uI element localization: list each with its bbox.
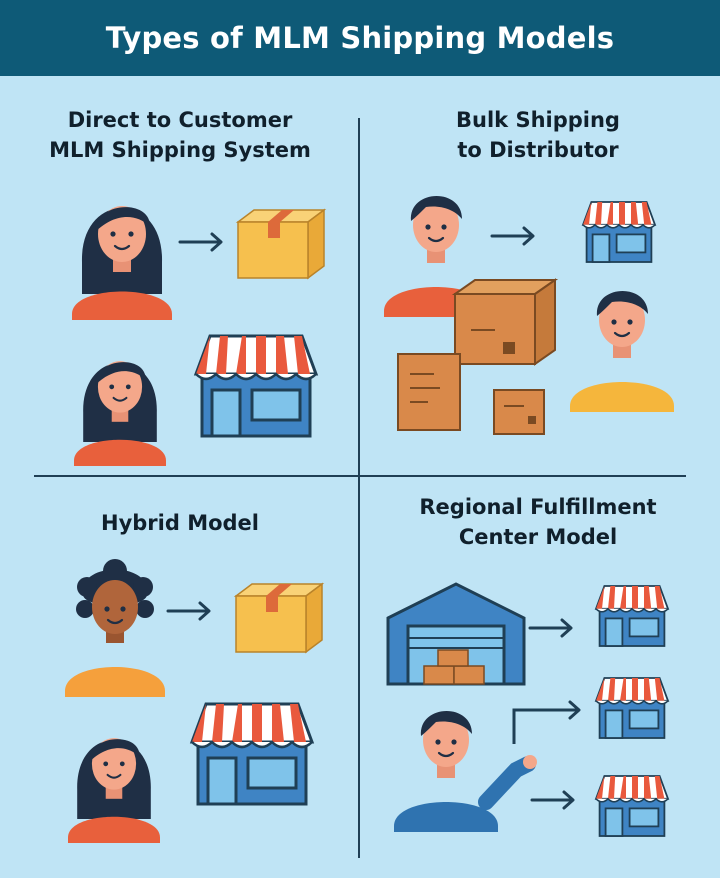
- man-icon: [392, 709, 537, 834]
- quadrant-title-line: Direct to Customer: [67, 108, 293, 132]
- quadrant-title-line: MLM Shipping System: [49, 138, 311, 162]
- storefront-icon: [194, 334, 318, 438]
- arrow-right-icon: [530, 790, 575, 810]
- arrow-right-icon: [178, 232, 223, 252]
- quadrant-title-line: Center Model: [458, 525, 618, 549]
- package-icon: [397, 353, 461, 431]
- quadrant-title-direct: Direct to Customer MLM Shipping System: [20, 105, 340, 165]
- quadrant-title-line: Regional Fulfillment: [419, 495, 657, 519]
- storefront-icon: [595, 585, 669, 647]
- vertical-divider: [358, 118, 360, 858]
- storefront-icon: [582, 201, 656, 263]
- arrow-right-icon: [490, 226, 535, 246]
- arrow-right-icon: [166, 601, 211, 621]
- quadrant-title-line: Bulk Shipping: [456, 108, 620, 132]
- header-bar: Types of MLM Shipping Models: [0, 0, 720, 76]
- package-icon: [237, 209, 325, 279]
- arrow-right-icon: [528, 618, 573, 638]
- woman-icon: [66, 737, 162, 844]
- woman-icon: [70, 204, 174, 322]
- package-icon: [451, 278, 559, 366]
- storefront-icon: [595, 775, 669, 837]
- package-icon: [235, 583, 323, 653]
- man-icon: [568, 289, 676, 414]
- quadrant-title-line: Hybrid Model: [101, 511, 259, 535]
- quadrant-title-hybrid: Hybrid Model: [20, 508, 340, 538]
- quadrant-title-regional: Regional Fulfillment Center Model: [378, 492, 698, 552]
- horizontal-divider: [34, 475, 686, 477]
- quadrant-title-bulk: Bulk Shipping to Distributor: [378, 105, 698, 165]
- storefront-icon: [190, 702, 314, 806]
- package-icon: [493, 389, 545, 435]
- storefront-icon: [595, 677, 669, 739]
- woman-icon: [65, 559, 165, 697]
- warehouse-icon: [386, 582, 526, 686]
- quadrant-title-line: to Distributor: [457, 138, 619, 162]
- connector-line: [512, 700, 581, 744]
- page-title: Types of MLM Shipping Models: [105, 21, 615, 55]
- woman-icon: [72, 360, 168, 467]
